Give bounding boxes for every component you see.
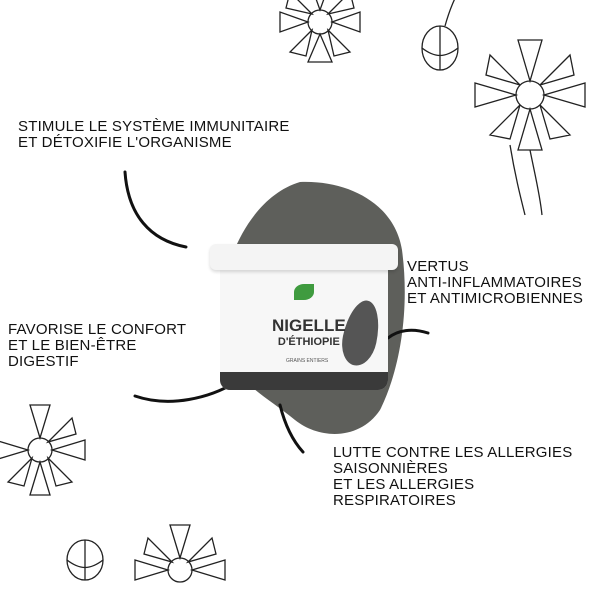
seeds-visible <box>220 372 388 390</box>
benefit-anti-inflammatory: Vertus anti-inflammatoires et antimicrob… <box>407 259 583 307</box>
benefit-line: et détoxifie l'organisme <box>18 134 232 151</box>
seed-pod-illustration-bottom <box>66 539 104 581</box>
connector-line-1 <box>123 170 188 249</box>
flower-illustration-top <box>279 0 361 63</box>
benefit-line: respiratoires <box>333 492 456 509</box>
product-name-line1: NIGELLE <box>272 316 346 335</box>
flower-illustration-right <box>474 39 586 216</box>
benefit-allergies: Lutte contre les allergies saisonnières … <box>333 445 572 509</box>
benefit-digestive: Favorise le confort et le bien-être dige… <box>8 322 186 370</box>
benefit-line: et le bien-être <box>8 337 137 354</box>
benefit-line: Stimule le système immunitaire <box>18 118 290 135</box>
benefit-line: et les allergies <box>333 476 475 493</box>
product-name-line2: D'ÉTHIOPIE <box>277 336 340 348</box>
benefit-line: Vertus <box>407 258 469 275</box>
seed-pod-illustration <box>421 0 459 71</box>
benefit-line: Favorise le confort <box>8 321 187 338</box>
jar-lid <box>210 244 398 270</box>
benefit-line: Lutte contre les allergies <box>333 444 573 461</box>
product-jar: NIGELLE D'ÉTHIOPIE GRAINS ENTIERS <box>210 244 398 394</box>
benefit-immune: Stimule le système immunitaire et détoxi… <box>18 119 290 151</box>
product-subtitle: GRAINS ENTIERS <box>286 358 329 364</box>
jar-body: NIGELLE D'ÉTHIOPIE GRAINS ENTIERS <box>220 270 388 390</box>
product-name: NIGELLE D'ÉTHIOPIE <box>272 316 346 350</box>
benefit-line: digestif <box>8 353 79 370</box>
flower-illustration-bottom <box>134 524 226 583</box>
connector-line-4 <box>278 403 305 454</box>
benefit-line: anti-inflammatoires <box>407 274 582 291</box>
benefit-line: et antimicrobiennes <box>407 290 584 307</box>
connector-line-2 <box>386 328 430 340</box>
flower-illustration-bottom-left <box>0 404 86 496</box>
benefit-line: saisonnières <box>333 460 448 477</box>
brand-logo <box>294 284 314 300</box>
